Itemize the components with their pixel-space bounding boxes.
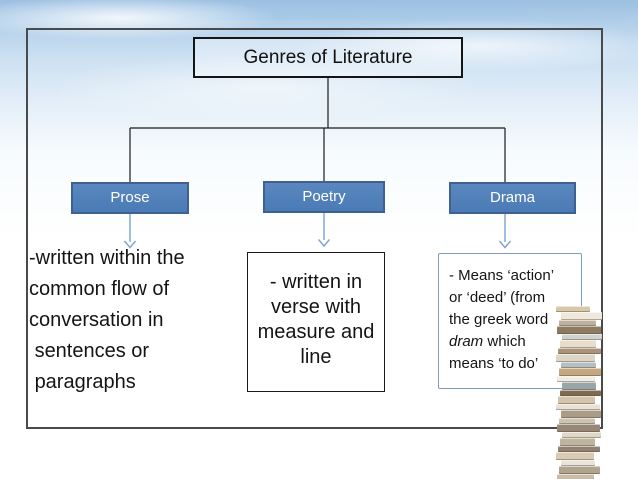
node-poetry: Poetry bbox=[263, 181, 385, 213]
node-poetry-label: Poetry bbox=[302, 188, 346, 205]
drama-description-prefix: - Means ‘action’ or ‘deed’ (from the gre… bbox=[449, 267, 555, 328]
node-prose-label: Prose bbox=[110, 189, 150, 206]
diagram-title: Genres of Literature bbox=[243, 47, 413, 68]
drama-description-italic: dram bbox=[449, 333, 484, 350]
poetry-description-box: - written in verse with measure and line bbox=[247, 252, 385, 392]
cloud-streak bbox=[0, 7, 638, 20]
drama-description-box: - Means ‘action’ or ‘deed’ (from the gre… bbox=[438, 253, 582, 389]
book-stack-image bbox=[556, 306, 604, 479]
drama-description-suffix: which means ‘to do’ bbox=[449, 333, 539, 372]
node-prose: Prose bbox=[71, 182, 189, 214]
diagram-title-box: Genres of Literature bbox=[193, 37, 463, 78]
node-drama-label: Drama bbox=[489, 189, 535, 206]
poetry-description: - written in verse with measure and line bbox=[257, 271, 375, 368]
node-drama: Drama bbox=[449, 182, 576, 214]
slide-frame bbox=[26, 28, 603, 429]
prose-description: -written within the common flow of conve… bbox=[29, 247, 185, 393]
